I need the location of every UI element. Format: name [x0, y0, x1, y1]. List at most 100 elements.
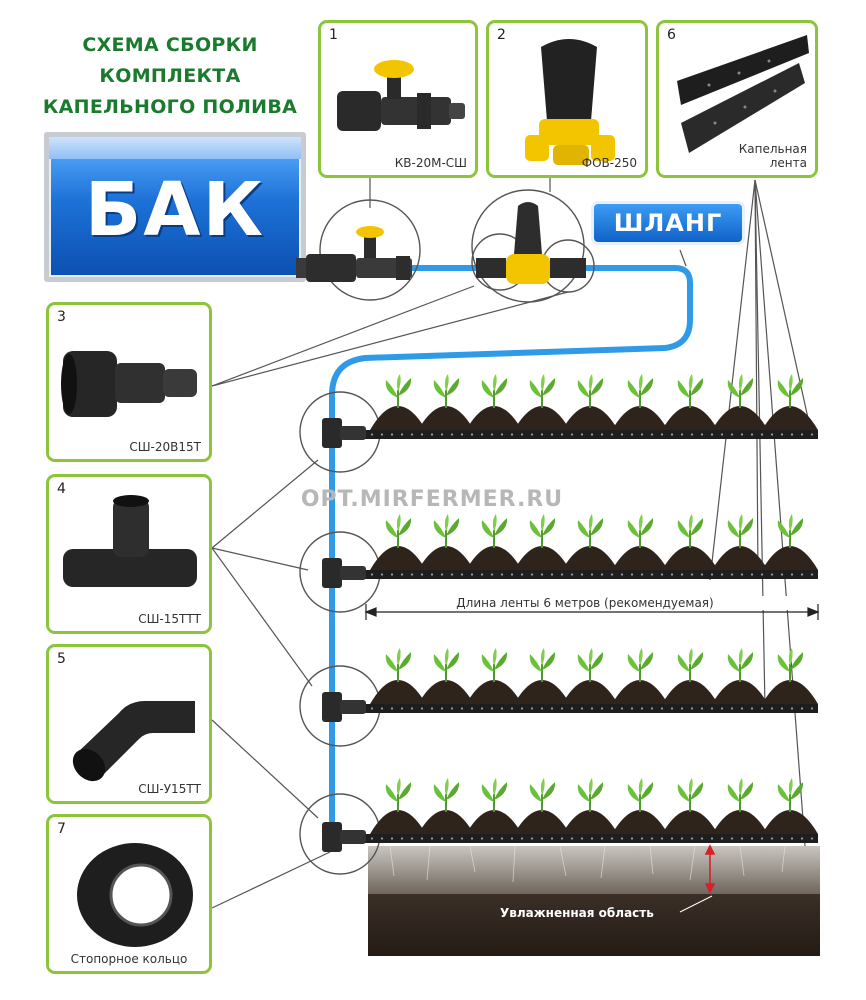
drip-hole: [430, 433, 434, 436]
deep-soil-layer: [368, 894, 820, 956]
drip-hole: [460, 707, 464, 710]
drip-hole: [550, 433, 554, 436]
drip-hole: [460, 433, 464, 436]
drip-hole: [450, 707, 454, 710]
drip-tape-row: [362, 570, 818, 579]
adapter-icon: [61, 351, 197, 417]
drip-hole: [420, 837, 424, 840]
plant-leaf: [738, 648, 743, 666]
drip-hole: [660, 573, 664, 576]
drip-hole: [620, 707, 624, 710]
plant-leaf: [688, 514, 693, 532]
plant-leaf: [398, 378, 412, 396]
drip-hole: [620, 433, 624, 436]
drip-hole: [520, 433, 524, 436]
drip-hole: [780, 837, 784, 840]
drip-hole: [710, 837, 714, 840]
plant-leaf: [638, 514, 643, 532]
plant-leaf: [492, 778, 497, 796]
drip-hole: [750, 573, 754, 576]
drip-hole: [670, 707, 674, 710]
drip-hole: [540, 707, 544, 710]
drip-hole: [770, 573, 774, 576]
plant-leaf: [740, 518, 754, 536]
drip-hole: [400, 573, 404, 576]
tape-length-label: Длина ленты 6 метров (рекомендуемая): [380, 596, 790, 610]
drip-hole: [400, 433, 404, 436]
part-caption: КВ-20М-СШ: [394, 156, 467, 170]
drip-hole: [740, 433, 744, 436]
plant-leaf: [540, 778, 545, 796]
plant-leaf: [542, 782, 556, 800]
part-number: 4: [57, 481, 66, 497]
drip-hole: [540, 433, 544, 436]
drip-hole: [710, 433, 714, 436]
plant-leaf: [385, 784, 398, 802]
plant-leaf: [444, 778, 449, 796]
drip-hole: [390, 837, 394, 840]
drip-hole: [740, 573, 744, 576]
drip-hole: [380, 433, 384, 436]
drip-hole: [560, 433, 564, 436]
drip-hole: [500, 433, 504, 436]
drip-hole: [420, 707, 424, 710]
part-card-valve: 1 КВ-20М-СШ: [318, 20, 478, 178]
valve-fitting: [306, 226, 412, 282]
plant-leaf: [542, 652, 556, 670]
soil-mound: [418, 546, 474, 570]
drip-hole: [370, 573, 374, 576]
soil-mound: [514, 680, 570, 704]
drip-hole: [390, 573, 394, 576]
plant-leaf: [638, 374, 643, 392]
drip-hole: [680, 837, 684, 840]
planting-rows: [322, 374, 818, 852]
plant-leaf: [777, 784, 790, 802]
tee-fitting-branch: [340, 566, 366, 580]
part-number: 7: [57, 821, 66, 837]
plant-leaf: [640, 782, 654, 800]
plant-leaf: [588, 778, 593, 796]
soil-mound: [514, 810, 570, 834]
part-caption: СШ-15ТТТ: [138, 612, 201, 626]
part-card-lock-ring: 7 Стопорное кольцо: [46, 814, 212, 974]
drip-hole: [630, 433, 634, 436]
drip-tape-row: [362, 704, 818, 713]
plant-leaf: [494, 782, 508, 800]
drip-hole: [490, 707, 494, 710]
plant-leaf: [446, 652, 460, 670]
plant-leaf: [577, 784, 590, 802]
plant-leaf: [396, 514, 401, 532]
drip-hole: [790, 573, 794, 576]
drip-hole: [590, 433, 594, 436]
drip-hole: [500, 837, 504, 840]
drip-hole: [430, 573, 434, 576]
tee-fitting: [322, 692, 342, 722]
drip-tape-row: [362, 834, 818, 843]
plant-leaf: [492, 374, 497, 392]
drip-hole: [480, 433, 484, 436]
drip-hole: [400, 707, 404, 710]
drip-hole: [660, 433, 664, 436]
drip-hole: [710, 707, 714, 710]
drip-hole: [720, 433, 724, 436]
drip-hole: [800, 433, 804, 436]
drip-hole: [650, 707, 654, 710]
drip-hole: [410, 707, 414, 710]
tank-banner-highlight: [49, 137, 301, 159]
part-caption: Стопорное кольцо: [70, 952, 188, 966]
drip-hole: [810, 433, 814, 436]
plant-leaf: [738, 374, 743, 392]
drip-hole: [390, 433, 394, 436]
leader-lines: [211, 176, 813, 909]
part-card-filter: 2 ФОВ-250: [486, 20, 648, 178]
soil-mound: [712, 810, 768, 834]
plant-leaf: [398, 518, 412, 536]
soil-mound: [662, 546, 718, 570]
drip-hole: [590, 707, 594, 710]
tee-fitting-branch: [340, 830, 366, 844]
plant-leaf: [590, 378, 604, 396]
drip-hole: [760, 837, 764, 840]
plant-leaf: [588, 648, 593, 666]
